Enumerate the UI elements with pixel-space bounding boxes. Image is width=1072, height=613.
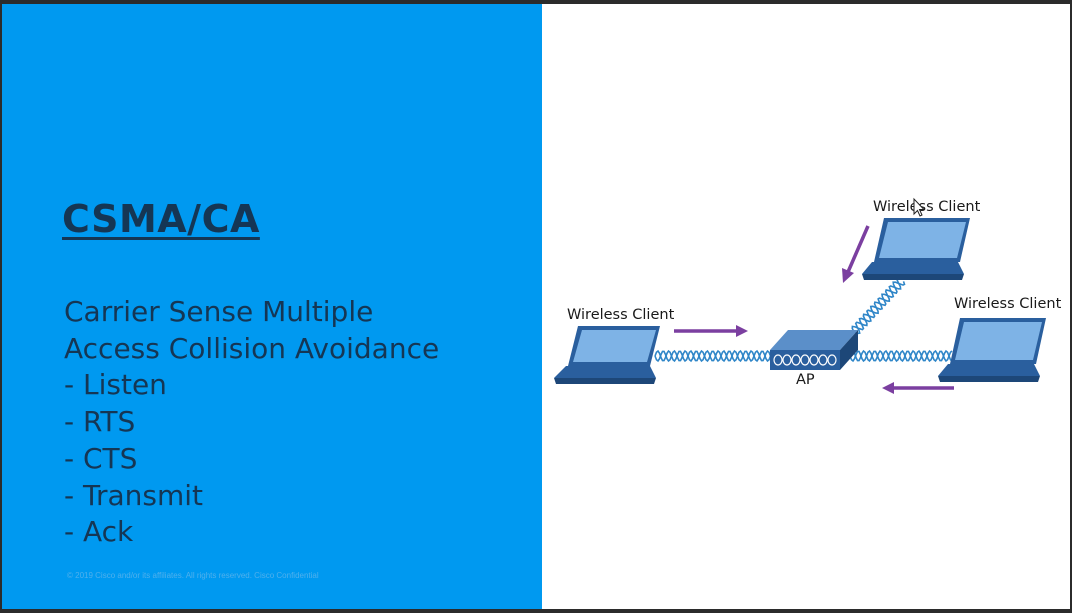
- access-point-icon: [770, 330, 858, 370]
- client-label-right: Wireless Client: [954, 296, 1062, 312]
- body-line: Access Collision Avoidance: [64, 331, 440, 365]
- wireless-signal-top: [853, 281, 906, 335]
- client-label-top: Wireless Client: [873, 199, 981, 215]
- body-line: - CTS: [64, 441, 138, 475]
- body-line: - Transmit: [64, 478, 204, 512]
- body-line: Carrier Sense Multiple: [64, 295, 374, 328]
- arrow-left-icon: [882, 382, 954, 394]
- wireless-signal-right: [849, 349, 953, 363]
- laptop-icon: [938, 318, 1046, 382]
- arrow-right-icon: [674, 325, 748, 337]
- body-line: - RTS: [64, 405, 136, 439]
- wireless-signal-top-b: [851, 276, 902, 333]
- copyright-footer: © 2019 Cisco and/or its affiliates. All …: [67, 571, 319, 580]
- wireless-signal-left: [654, 349, 773, 363]
- slide-right-panel: Wireless Client Wireless Client Wireless…: [542, 4, 1070, 609]
- slide-left-panel: CSMA/CA Carrier Sense Multiple Access Co…: [2, 4, 542, 609]
- body-line: - Ack: [64, 515, 134, 549]
- mouse-cursor-icon: [913, 197, 926, 217]
- wireless-signal-right-b: [849, 349, 953, 363]
- arrow-down-icon: [842, 225, 870, 283]
- laptop-icon: [554, 326, 660, 384]
- slide-body: Carrier Sense Multiple Access Collision …: [64, 294, 439, 551]
- wireless-signal-left-b: [654, 349, 773, 363]
- client-label-left: Wireless Client: [567, 307, 675, 323]
- ap-label: AP: [796, 372, 815, 388]
- laptop-icon: [862, 218, 970, 280]
- body-line: - Listen: [64, 368, 167, 402]
- slide-title: CSMA/CA: [62, 197, 260, 241]
- network-diagram: Wireless Client Wireless Client Wireless…: [554, 197, 1062, 394]
